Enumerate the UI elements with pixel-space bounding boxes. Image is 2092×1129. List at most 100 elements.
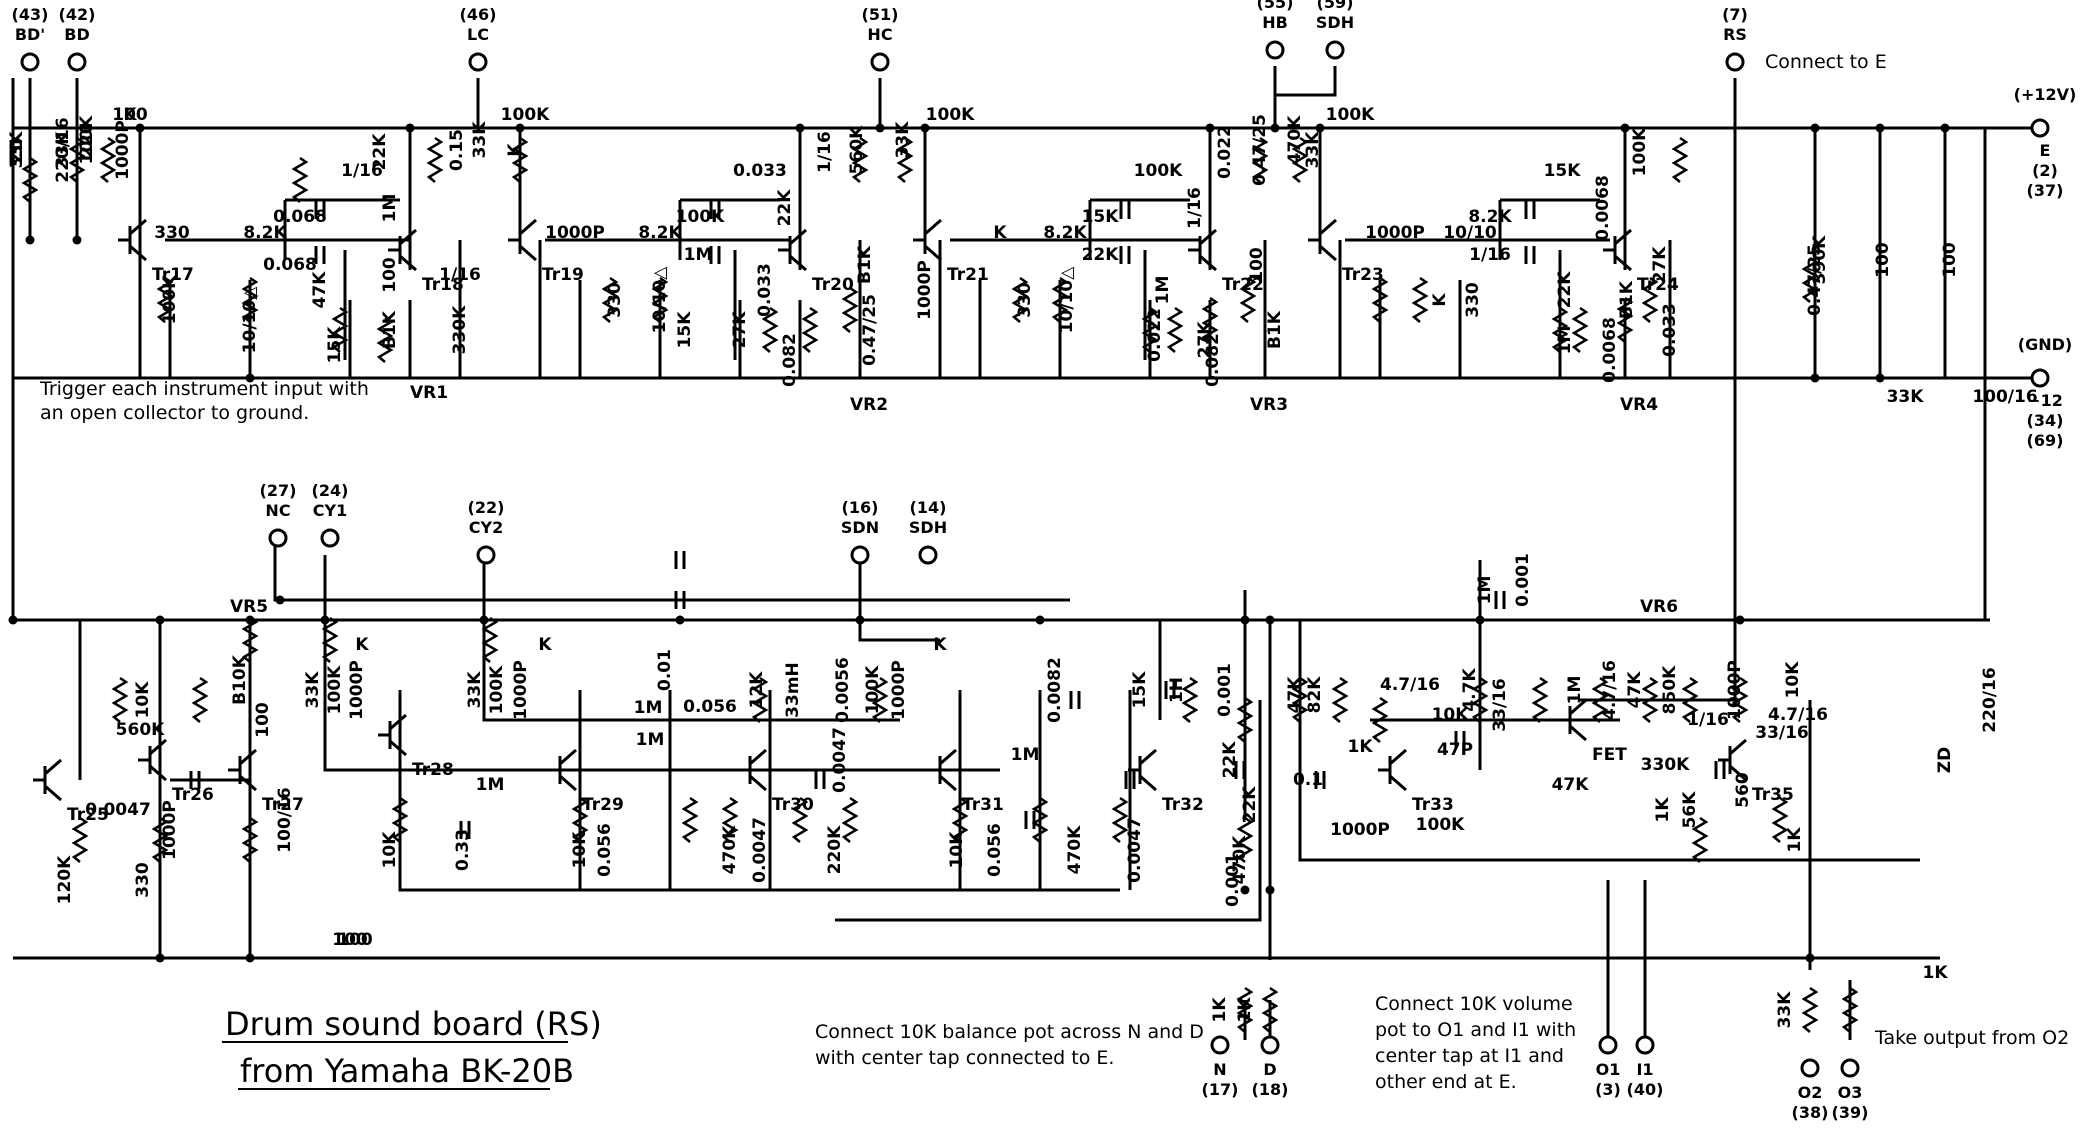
pin-top-5-number: (55) [1257,0,1294,12]
component-bottom-41: 470K [1065,825,1085,874]
resistor-39 [241,816,259,863]
component-bottom-83: 1K [1235,997,1255,1023]
resistors [21,136,1859,1033]
junction-dot-33 [245,953,255,963]
resistor-24 [1251,136,1269,183]
junction-dot-11 [1270,123,1280,133]
resistor-65 [1731,676,1749,723]
component-top-61: 33K [1303,131,1323,169]
component-top-34: 1M [684,245,713,265]
component-top-72: 22K [1555,271,1575,309]
resistor-64 [1691,816,1709,863]
transistors [33,218,1747,802]
pin-top-1-number: (43) [12,5,49,24]
capacitor-15 [1069,691,1081,709]
component-top-56: 0.082 [1203,333,1223,387]
component-top-87: 100 [112,105,148,125]
component-top-54: 0.022 [1145,308,1165,362]
component-top-39: 0.47/25 [860,294,880,366]
component-bottom-9: 120K [55,855,75,904]
component-top-23: 100K [501,105,550,125]
component-bottom-21: K [538,635,552,655]
pin-top-5-terminal [1265,40,1285,60]
resistor-58 [1371,696,1389,743]
component-bottom-4: 10K [133,681,153,719]
resistor-46 [751,676,769,723]
pin-mid-5-number: (14) [910,498,947,517]
junction-dot-6 [515,123,525,133]
transistor-label-10: Tr26 [172,785,214,805]
rail-gnd-terminal [2030,368,2050,388]
transistor-2 [388,228,417,272]
component-top-1: 33K [7,131,27,169]
pin-mid-3-name: CY2 [469,518,503,537]
transistor-label-3: Tr19 [542,265,584,285]
component-bottom-63: 0.001 [1513,553,1533,607]
junction-dot-25 [855,615,865,625]
junction-dot-24 [675,615,685,625]
pin-mid-3-terminal [476,545,496,565]
resistor-16 [851,136,869,183]
resistor-19 [1051,276,1069,323]
component-top-86: 220 [77,122,97,158]
page-title-line-1: Drum sound board (RS) [225,1005,602,1043]
transistor-label-1: Tr17 [152,265,194,285]
component-bottom-1: B10K [230,654,250,705]
transistor-label-13: Tr29 [582,795,624,815]
component-bottom-35: 100K [863,665,883,714]
component-bottom-67: 47K [1625,671,1645,709]
component-top-43: 100K [926,105,975,125]
resistor-4 [156,276,174,323]
resistor-62 [1641,676,1659,723]
pin-mid-4-name: SDN [841,518,879,537]
component-top-18: 100K [160,275,180,324]
junction-dot-28 [1265,615,1275,625]
pin-top-3-number: (46) [460,5,497,24]
capacitor-2 [314,246,326,264]
resistor-57 [1331,676,1349,723]
resistor-44 [681,796,699,843]
resistor-50 [951,796,969,843]
junction-dot-1 [25,235,35,245]
transistor-1 [118,218,147,262]
trimmer-label-4: VR4 [1620,395,1658,415]
component-bottom-22: 0.01 [655,649,675,691]
resistor-32 [1671,136,1689,183]
component-top-15: B1K [380,310,400,349]
component-bottom-46: 0.001 [1215,663,1235,717]
transistor-label-15: Tr31 [962,795,1004,815]
pin-top-6-terminal [1325,40,1345,60]
component-top-85: 220/16 [53,117,73,182]
rail-gnd-num1: (34) [2027,411,2064,430]
component-bottom-30: 12K [747,671,767,709]
component-top-12: 0.068 [263,255,317,275]
resistor-45 [721,796,739,843]
component-bottom-29: 0.0047 [750,817,770,883]
pin-top-2-name: BD [64,25,89,44]
resistor-12 [651,276,669,323]
pin-bottom-2-name: D [1263,1060,1276,1079]
component-bottom-14: K [355,635,369,655]
component-bottom-36: 1000P [889,660,909,720]
resistor-38 [151,816,169,863]
transistor-label-2: Tr18 [422,275,464,295]
pin-mid-4-number: (16) [842,498,879,517]
component-bottom-28: 470K [720,825,740,874]
pin-bottom-1-number: (17) [1202,1080,1239,1099]
pin-mid-5-terminal [918,545,938,565]
component-top-59: 0.47/25 [1250,114,1270,186]
component-bottom-52: 82K [1305,676,1325,714]
component-top-32: 1/16 [815,131,835,173]
capacitor-9 [189,771,201,789]
capacitor-4 [709,246,721,264]
component-bottom-33: 220K [825,825,845,874]
transistor-label-19: FET [1592,745,1627,765]
capacitor-5 [1119,201,1131,219]
component-top-46: 10/10△ [1057,266,1077,334]
pin-mid-2-terminal [320,528,340,548]
component-bottom-25: 0.056 [683,697,737,717]
resistor-53 [1181,676,1199,723]
component-bottom-80: ZD [1935,747,1955,773]
component-bottom-11: 33K [303,671,323,709]
junction-dot-23 [479,615,489,625]
